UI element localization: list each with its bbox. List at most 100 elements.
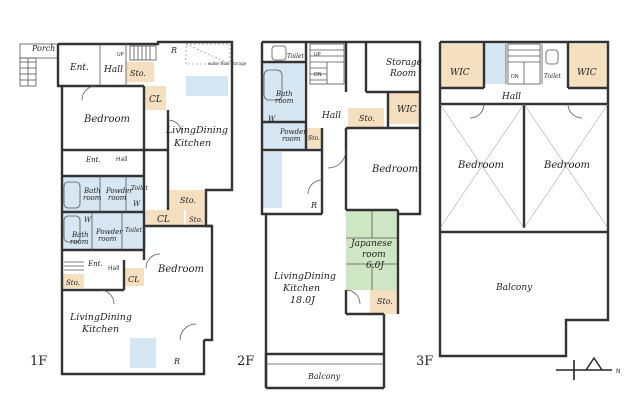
label-dn-3f: DN [511,74,519,80]
stairs-2f [309,43,345,85]
porch-tiles [20,58,36,86]
label-storage-2: Room [389,69,416,79]
closet-wic-right-3f [568,44,608,88]
label-bath-b-1: Bath [71,231,89,239]
label-sto-mid2: Sto. [189,216,203,224]
label-water-heater: water floor storage [208,61,247,66]
wet-powder-2f [262,122,306,150]
label-r-top: R [170,46,177,55]
stairs-1f-low [64,261,84,271]
door-arc [327,149,347,169]
stairs-3f [507,43,541,85]
bathtub-a [63,181,81,209]
label-ldk-top-1: LivingDining [165,125,228,136]
label-ldk-2f-1: LivingDining [273,271,336,282]
porch-steps [19,57,37,87]
wet-area-b [62,212,146,250]
label-ent-low: Ent. [87,260,103,268]
label-hall-mid: Hall [116,156,128,163]
door-arc [167,119,183,135]
label-bedroom-right-3f: Bedroom [543,160,590,171]
ceiling-slope-lines [439,103,609,229]
wet-3f-small [484,44,506,84]
label-bath-a-1: Bath [83,187,101,195]
door-arc [99,289,115,305]
label-ldk-2f-2: Kitchen [282,283,320,294]
door-arc [81,85,97,101]
kitchen-counter-2f [262,152,282,208]
floor-label-2f: 2F [237,354,254,369]
label-cl-mid: CL [157,215,170,225]
label-powder-b-2: room [98,235,117,243]
closet-wic-left-3f [440,44,484,88]
closet-sto-right [168,190,206,210]
closet-cl-top [144,86,166,110]
label-toilet-a: Toilet [131,185,149,192]
toilet-fixture-2f [271,45,287,61]
label-bedroom-top: Bedroom [83,114,130,125]
label-powder-2f-1: Powder [279,128,307,136]
label-ent-top: Ent. [69,63,89,73]
wall-2f-bottom [264,352,386,388]
label-sto-top: Sto. [130,69,146,78]
closet-sto-a-2f [348,108,384,128]
floor-label-3f: 3F [416,354,433,369]
stairs-1f-top [129,45,157,61]
label-cl-low: CL [128,275,139,284]
label-ent-mid: Ent. [85,156,101,164]
floor-3f: WIC WIC Toilet DN Hall Bedroom Bedroom B… [416,40,610,369]
label-porch: Porch [31,44,55,53]
label-bath-2f-1: Bath [275,90,293,98]
label-toilet-3f: Toilet [544,73,562,80]
label-powder-b-1: Powder [95,228,123,236]
door-arc [179,323,197,341]
label-ldk-2f-3: 18.0J [290,295,316,306]
label-japanese-3: 6.0J [366,261,385,271]
door-arc [469,103,485,119]
label-toilet-b: Toilet [125,227,143,234]
label-wic-2f: WIC [397,105,417,115]
closet-sto-top [126,62,154,82]
toilet-fixture-3f [545,49,559,65]
wet-bath-2f [262,62,304,122]
north-compass: N [556,356,621,380]
label-powder-a-1: Powder [105,187,133,195]
label-bath-b-2: room [70,238,89,246]
wall-1f-left [56,44,206,376]
label-bedroom-right: Bedroom [157,264,204,275]
bathtub-2f [263,69,283,101]
door-arc [567,103,583,119]
label-sto-low: Sto. [66,279,80,287]
label-hall-3f: Hall [501,92,521,102]
label-japanese-2: room [362,250,386,260]
label-up-1f: UP [117,52,124,58]
wall-2f-left [260,42,268,388]
label-r-2f: R [310,201,317,210]
tatami-lines [346,210,398,290]
label-hall-2f: Hall [321,111,341,121]
label-ldk-top-2: Kitchen [173,138,211,149]
label-storage-1: Storage [386,58,422,68]
label-balcony-3f: Balcony [495,283,533,293]
label-hall-low: Hall [108,265,120,272]
label-toilet-2f: Toilet [287,53,305,60]
label-r-low: R [173,357,180,366]
label-up-2f: UP [314,52,321,58]
label-powder-a-2: room [108,194,127,202]
dashed-storage [185,43,231,65]
label-japanese-1: Japanese [349,239,392,249]
label-bath-a-2: room [83,194,102,202]
label-w-a: W [133,200,141,208]
label-ldk-low-1: LivingDining [69,312,132,323]
label-wic-left-3f: WIC [450,68,470,78]
label-sto-right: Sto. [180,196,196,205]
label-ldk-low-2: Kitchen [81,324,119,335]
label-sto-a-2f: Sto. [359,114,375,123]
north-arrow-icon [585,356,603,371]
wall-1f-right [58,40,234,342]
label-sto-c-2f: Sto. [377,297,393,306]
closet-cl-low [124,268,144,286]
door-arc [145,253,161,269]
closet-cl-mid [146,210,184,226]
label-hall-top: Hall [103,65,123,75]
